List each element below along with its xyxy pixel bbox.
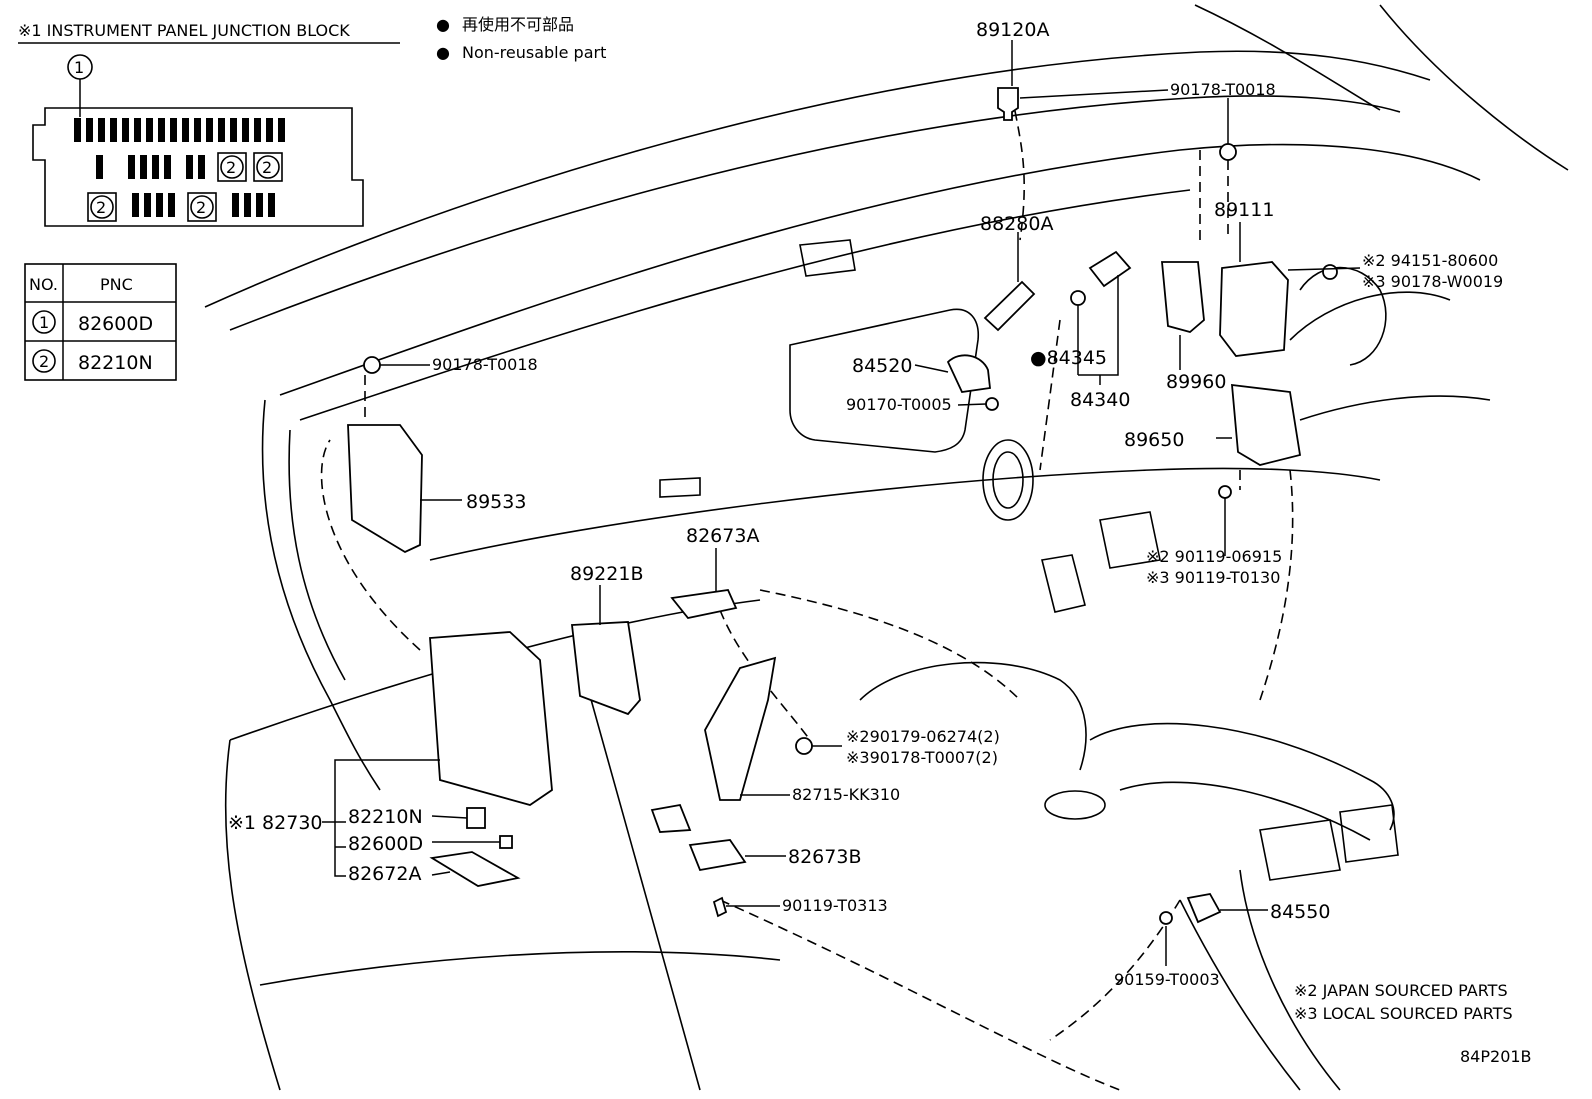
part-88280A-shape <box>983 280 1036 332</box>
label-90170-T0005: 90170-T0005 <box>846 395 952 414</box>
label-84340: 84340 <box>1070 389 1130 411</box>
part-82672A-shape <box>429 851 521 887</box>
label-90179-06274: ※290179-06274(2) <box>846 727 1000 746</box>
pnc-row-2-no: 2 <box>39 352 49 371</box>
slot-mark-c: 2 <box>96 198 106 217</box>
label-89650: 89650 <box>1124 429 1184 451</box>
legend-japanese: 再使用不可部品 <box>462 15 574 34</box>
label-89533: 89533 <box>466 491 526 513</box>
part-84340-shape <box>1088 250 1132 288</box>
part-84520-shape <box>946 354 991 393</box>
part-89650-shape <box>1231 383 1302 466</box>
label-88280A: 88280A <box>980 213 1053 235</box>
part-84550-shape <box>1186 892 1222 924</box>
label-89221B: 89221B <box>570 563 643 585</box>
part-89221B-shape <box>570 621 641 716</box>
label-89111: 89111 <box>1214 199 1274 221</box>
label-90178-T0007: ※390178-T0007(2) <box>846 748 998 767</box>
slot-mark-b: 2 <box>262 158 272 177</box>
part-89120A-shape <box>997 87 1019 121</box>
pnc-row-1-no: 1 <box>39 313 49 332</box>
slot-mark-d: 2 <box>196 198 206 217</box>
fuse-row-3: 2 2 <box>87 192 275 222</box>
component-sketches <box>347 87 1338 925</box>
label-82600D: 82600D <box>348 833 423 855</box>
part-89533-shape <box>347 424 423 554</box>
label-82673B: 82673B <box>788 846 861 868</box>
part-82730-shape <box>429 631 553 806</box>
label-90178-T0018-top: 90178-T0018 <box>1170 80 1276 99</box>
pnc-header-no: NO. <box>29 275 58 294</box>
legend-english: Non-reusable part <box>462 43 606 62</box>
part-82715-shape <box>704 656 777 801</box>
junction-block-title: ※1 INSTRUMENT PANEL JUNCTION BLOCK <box>18 21 350 40</box>
label-84520: 84520 <box>852 355 912 377</box>
fuse-row-1 <box>74 118 285 142</box>
pnc-row-2-pnc: 82210N <box>78 352 153 374</box>
part-labels: 89120A 90178-T0018 89111 88280A ※2 94151… <box>228 19 1503 989</box>
notes: ※2 JAPAN SOURCED PARTS ※3 LOCAL SOURCED … <box>1294 981 1532 1066</box>
label-90119-T0130: ※3 90119-T0130 <box>1146 568 1280 587</box>
pnc-table: NO. PNC 1 82600D 2 82210N <box>24 263 177 381</box>
part-clip-top <box>1219 143 1237 161</box>
part-82673A-shape <box>670 589 738 619</box>
fuse-row-2: 2 2 <box>96 152 283 182</box>
junction-block-outline <box>32 107 364 227</box>
label-82672A: 82672A <box>348 863 421 885</box>
label-90159-T0003: 90159-T0003 <box>1114 970 1220 989</box>
part-89111-shape <box>1219 261 1289 357</box>
label-82673A: 82673A <box>686 525 759 547</box>
label-84550: 84550 <box>1270 901 1330 923</box>
callout-label-1: 1 <box>74 58 84 77</box>
note-japan-sourced: ※2 JAPAN SOURCED PARTS <box>1294 981 1508 1000</box>
part-82210N-shape <box>466 807 486 829</box>
label-90119-06915: ※2 90119-06915 <box>1146 547 1282 566</box>
label-94151-80600: ※2 94151-80600 <box>1362 251 1498 270</box>
leader-lines <box>322 40 1361 966</box>
label-84345: ●84345 <box>1030 347 1107 369</box>
label-89960: 89960 <box>1166 371 1226 393</box>
part-82673B-shape <box>688 839 747 872</box>
legend-symbol-2: ● <box>436 43 450 62</box>
label-89120A: 89120A <box>976 19 1049 41</box>
label-82210N: 82210N <box>348 806 423 828</box>
legend-symbol-1: ● <box>436 15 450 34</box>
note-local-sourced: ※3 LOCAL SOURCED PARTS <box>1294 1004 1513 1023</box>
pnc-row-1-pnc: 82600D <box>78 313 153 335</box>
part-89960-shape <box>1161 261 1205 333</box>
label-82715-KK310: 82715-KK310 <box>792 785 900 804</box>
junction-block-inset: ※1 INSTRUMENT PANEL JUNCTION BLOCK 1 2 2 <box>18 21 400 227</box>
pnc-header-pnc: PNC <box>100 275 133 294</box>
slot-mark-a: 2 <box>226 158 236 177</box>
part-82600D-shape <box>499 835 513 849</box>
label-90178-T0018-left: 90178-T0018 <box>432 355 538 374</box>
legend: ● 再使用不可部品 ● Non-reusable part <box>436 15 606 62</box>
figure-code: 84P201B <box>1460 1047 1532 1066</box>
label-90119-T0313: 90119-T0313 <box>782 896 888 915</box>
label-82730: ※1 82730 <box>228 812 323 834</box>
label-90178-W0019: ※3 90178-W0019 <box>1362 272 1503 291</box>
